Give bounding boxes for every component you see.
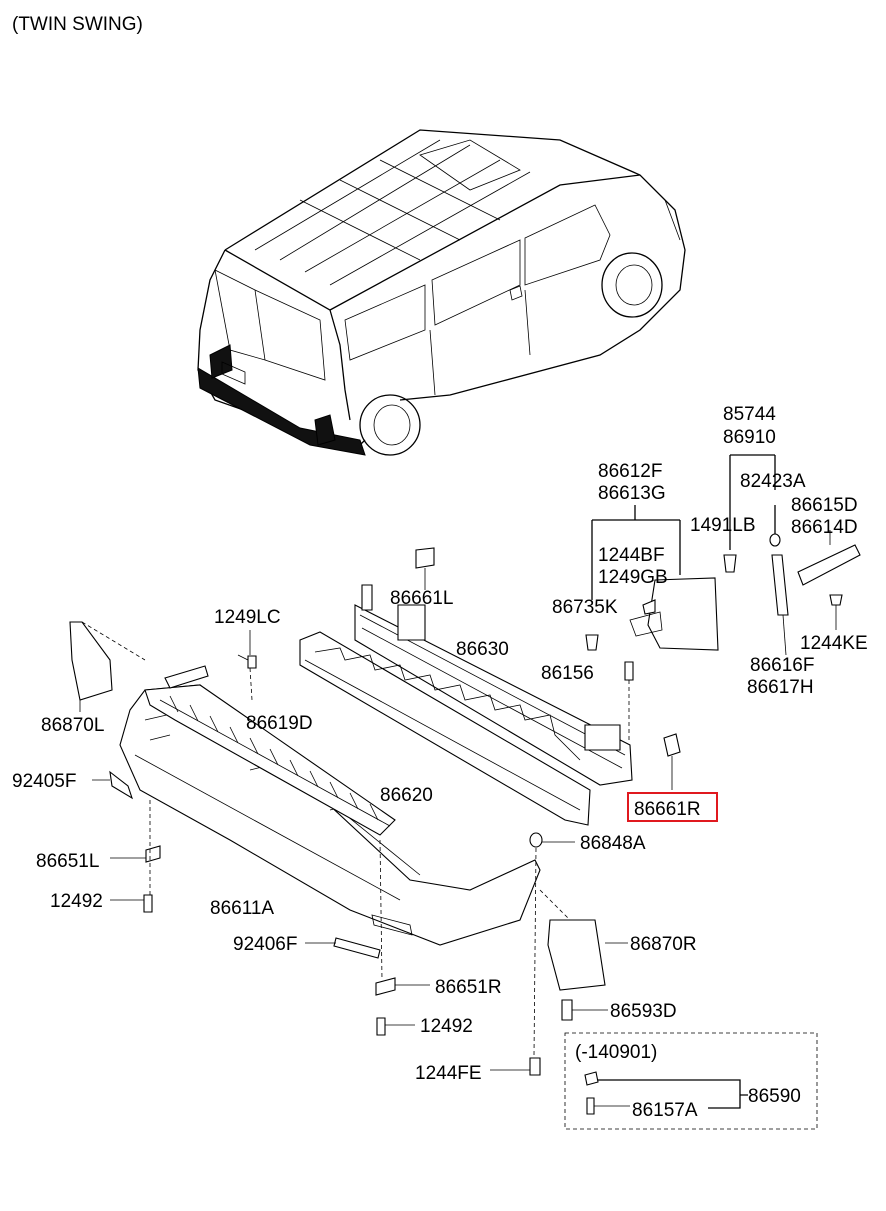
label-12492-left: 12492 xyxy=(50,891,103,912)
label-85744: 85744 xyxy=(723,404,776,425)
label-86870L: 86870L xyxy=(41,715,104,736)
label-92405F: 92405F xyxy=(12,771,76,792)
label-86611A: 86611A xyxy=(210,898,274,919)
label-86870R: 86870R xyxy=(630,934,697,955)
left-small-parts xyxy=(69,621,628,1076)
label-86617H: 86617H xyxy=(747,677,814,698)
label-86614D: 86614D xyxy=(791,517,858,538)
label-86590: 86590 xyxy=(748,1086,801,1107)
label-86910: 86910 xyxy=(723,427,776,448)
label-86612F: 86612F xyxy=(598,461,662,482)
diagram-title: (TWIN SWING) xyxy=(12,14,143,35)
label-1249GB: 1249GB xyxy=(598,567,668,588)
label-86619D: 86619D xyxy=(246,713,313,734)
label-86615D: 86615D xyxy=(791,495,858,516)
label-86735K: 86735K xyxy=(552,597,618,618)
label-86661R: 86661R xyxy=(634,799,701,820)
van-illustration xyxy=(197,129,686,456)
beam-86630 xyxy=(354,547,681,790)
label-86157A: 86157A xyxy=(632,1100,698,1121)
upper-right-parts xyxy=(585,454,861,740)
label-1491LB: 1491LB xyxy=(690,515,756,536)
part-labels: 85744 86910 82423A 86612F 86613G 86615D … xyxy=(12,404,868,1121)
label-86651R: 86651R xyxy=(435,977,502,998)
step-plate-86619D xyxy=(144,655,396,836)
label-86613G: 86613G xyxy=(598,483,666,504)
label-86848A: 86848A xyxy=(580,833,646,854)
label-86156: 86156 xyxy=(541,663,594,684)
absorber-86620 xyxy=(299,631,591,826)
label-86593D: 86593D xyxy=(610,1001,677,1022)
label-86616F: 86616F xyxy=(750,655,814,676)
label-1244KE: 1244KE xyxy=(800,633,868,654)
subassembly-box xyxy=(564,1032,818,1130)
label-86651L: 86651L xyxy=(36,851,99,872)
label-12492-center: 12492 xyxy=(420,1016,473,1037)
label-1244FE: 1244FE xyxy=(415,1063,482,1084)
label-82423A: 82423A xyxy=(740,471,806,492)
label-92406F: 92406F xyxy=(233,934,297,955)
label-1249LC: 1249LC xyxy=(214,607,281,628)
highlight-box-86661R xyxy=(627,792,718,822)
label-86661L: 86661L xyxy=(390,588,453,609)
label-1244BF: 1244BF xyxy=(598,545,665,566)
label-subassembly-date: (-140901) xyxy=(575,1042,657,1063)
label-86630: 86630 xyxy=(456,639,509,660)
label-86620: 86620 xyxy=(380,785,433,806)
